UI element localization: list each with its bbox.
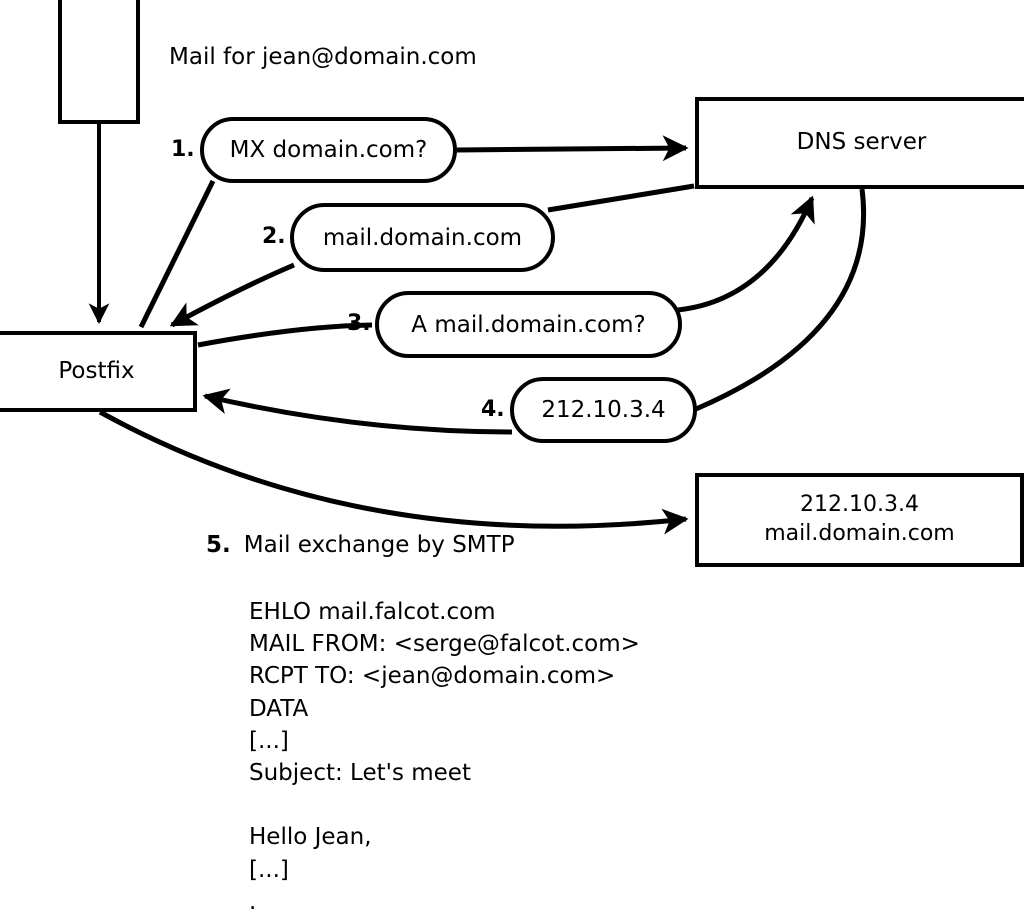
connector-step4-to-postfix bbox=[202, 388, 513, 435]
connector-postfix-to-step3 bbox=[197, 322, 373, 348]
smtp-transcript-text: EHLO mail.falcot.com MAIL FROM: <serge@f… bbox=[249, 599, 640, 915]
step-3-number: 3. bbox=[347, 311, 371, 336]
dns-server-box: DNS server bbox=[695, 97, 1024, 189]
step-1-message-label: MX domain.com? bbox=[229, 137, 428, 163]
mail-for-caption: Mail for jean@domain.com bbox=[169, 44, 477, 70]
connector-dns-to-step2 bbox=[547, 183, 695, 213]
step-2-number: 2. bbox=[262, 224, 286, 249]
step-4-message-label: 212.10.3.4 bbox=[541, 397, 666, 423]
dns-server-label: DNS server bbox=[796, 129, 927, 156]
connector-dns-to-step4 bbox=[695, 188, 867, 412]
step-3-message-label: A mail.domain.com? bbox=[411, 311, 646, 338]
step-2-message-bubble: mail.domain.com bbox=[290, 203, 555, 272]
connector-step2-to-postfix bbox=[169, 262, 295, 328]
step-5-label: Mail exchange by SMTP bbox=[243, 532, 515, 558]
connector-step3-to-dns bbox=[677, 195, 815, 313]
target-mail-server-box: 212.10.3.4 mail.domain.com bbox=[695, 473, 1024, 567]
step-1-message-bubble: MX domain.com? bbox=[200, 117, 457, 183]
postfix-server-box: Postfix bbox=[0, 331, 197, 412]
target-mail-server-label: 212.10.3.4 mail.domain.com bbox=[764, 492, 955, 546]
step-1-number: 1. bbox=[171, 137, 195, 162]
step-4-message-bubble: 212.10.3.4 bbox=[510, 377, 697, 443]
connector-step1-to-dns bbox=[456, 135, 689, 162]
step-5-number: 5. bbox=[206, 532, 231, 558]
step-3-message-bubble: A mail.domain.com? bbox=[375, 291, 682, 358]
postfix-server-label: Postfix bbox=[58, 357, 135, 384]
step-5-row: 5. Mail exchange by SMTP bbox=[206, 532, 515, 558]
connector-postfix-to-step1 bbox=[138, 179, 216, 329]
sender-host-box bbox=[58, 0, 140, 124]
step-4-number: 4. bbox=[481, 397, 505, 422]
step-2-message-label: mail.domain.com bbox=[322, 224, 523, 251]
